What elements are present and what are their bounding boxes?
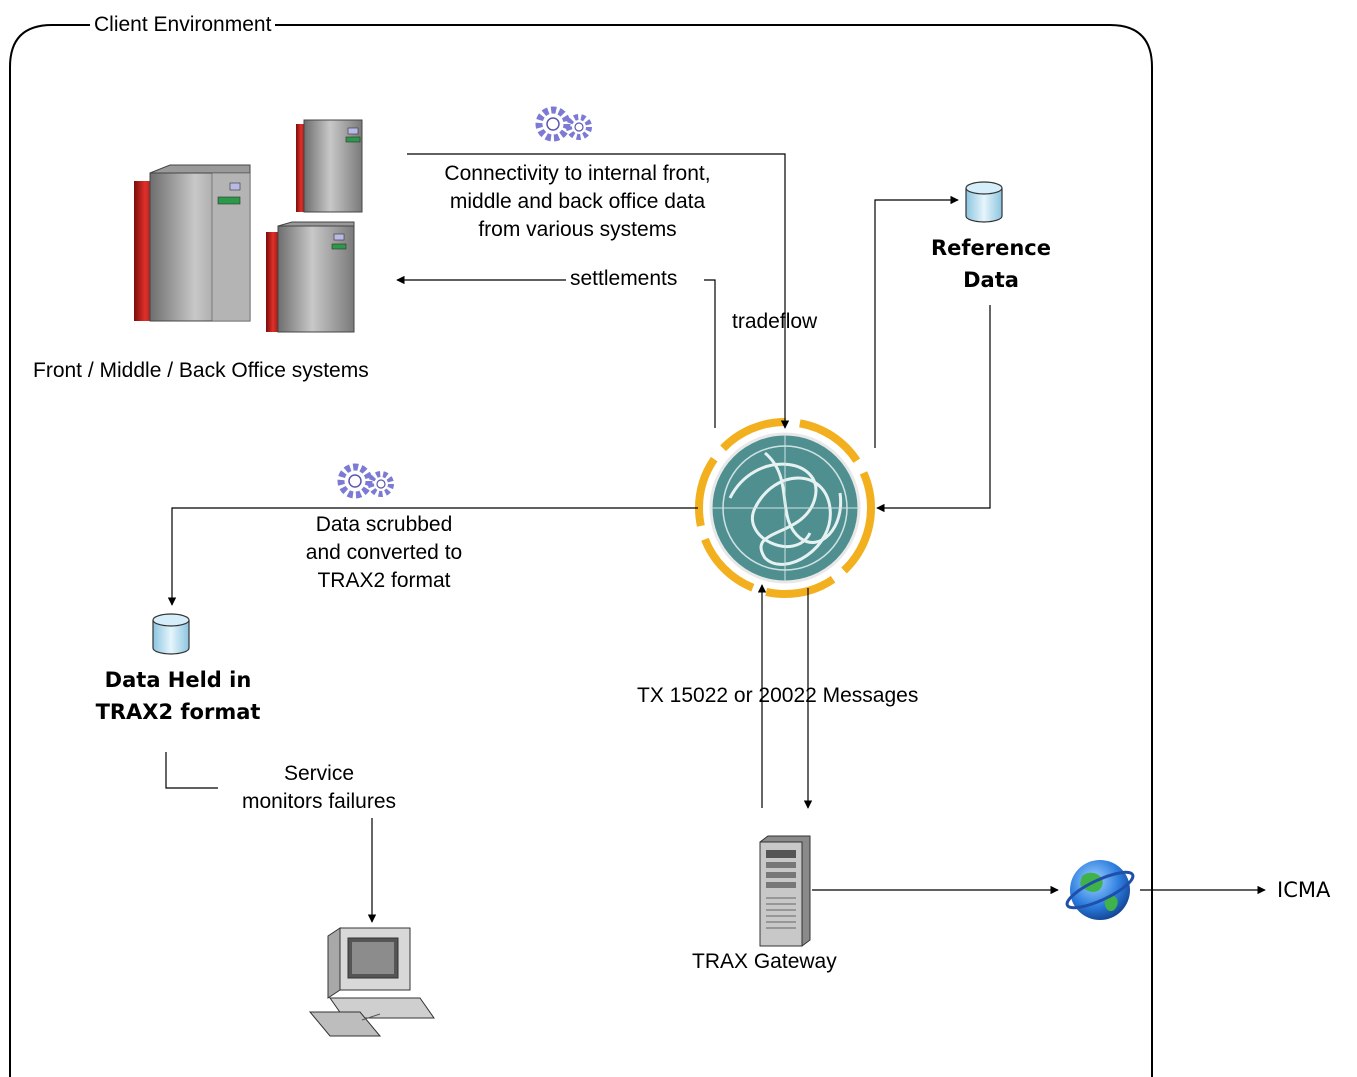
tradeflow-label: tradeflow — [732, 310, 818, 333]
connectors — [165, 153, 1266, 923]
connectivity-label-line: Connectivity to internal front, — [444, 162, 711, 185]
reference-data-line: Data — [963, 268, 1019, 292]
client-environment-boundary — [9, 24, 1153, 1077]
settlements-label: settlements — [570, 267, 678, 290]
data-held-label: Data Held in TRAX2 format — [88, 664, 268, 728]
data-held-line: Data Held in — [104, 668, 252, 692]
connectivity-label-line: from various systems — [478, 218, 677, 241]
reference-data-label: Reference Data — [920, 232, 1062, 296]
trax-hub-icon — [695, 418, 875, 598]
connectivity-label: Connectivity to internal front, middle a… — [405, 160, 750, 244]
service-monitors-line: monitors failures — [241, 790, 397, 813]
data-scrubbed-line: Data scrubbed — [315, 513, 453, 536]
gateway-server-icon — [759, 835, 811, 947]
client-environment-title: Client Environment — [90, 11, 276, 39]
icma-label: ICMA — [1277, 878, 1331, 902]
messages-label: TX 15022 or 20022 Messages — [637, 684, 919, 707]
globe-icon — [1065, 860, 1135, 920]
data-scrubbed-line: and converted to — [305, 541, 463, 564]
service-monitors-line: Service — [283, 762, 355, 785]
trax-gateway-label: TRAX Gateway — [692, 950, 837, 973]
gears-icon — [535, 106, 592, 142]
reference-data-line: Reference — [930, 236, 1052, 260]
data-scrubbed-label: Data scrubbed and converted to TRAX2 for… — [268, 511, 500, 595]
data-held-line: TRAX2 format — [95, 700, 261, 724]
service-monitors-label: Service monitors failures — [210, 760, 428, 816]
database-icon — [965, 181, 1003, 223]
workstation-icon — [308, 927, 435, 1037]
office-systems-label: Front / Middle / Back Office systems — [33, 359, 369, 382]
mainframe-server-icon — [134, 119, 363, 333]
database-icon — [152, 613, 190, 655]
gears-icon — [337, 463, 394, 499]
connectivity-label-line: middle and back office data — [449, 190, 706, 213]
data-scrubbed-line: TRAX2 format — [317, 569, 451, 592]
